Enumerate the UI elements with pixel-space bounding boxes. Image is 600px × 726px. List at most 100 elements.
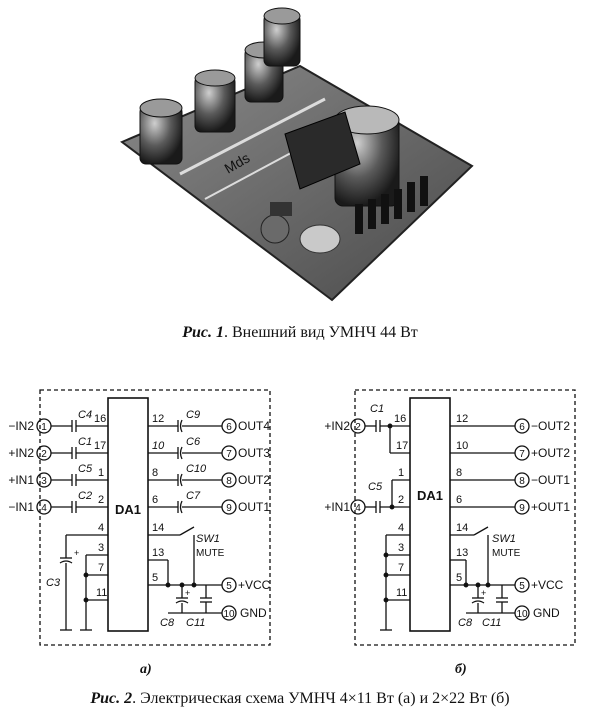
input-label: −IN1	[8, 500, 34, 514]
svg-text:10: 10	[516, 609, 528, 620]
svg-text:+IN2: +IN2	[324, 419, 350, 433]
svg-text:7: 7	[226, 449, 232, 460]
svg-text:+: +	[74, 548, 79, 558]
svg-text:C7: C7	[186, 490, 201, 502]
input-label: +IN1	[8, 473, 34, 487]
svg-text:17: 17	[396, 440, 408, 452]
svg-text:3: 3	[41, 476, 47, 487]
svg-text:6: 6	[456, 494, 462, 506]
svg-text:MUTE: MUTE	[492, 548, 521, 559]
svg-text:16: 16	[394, 413, 406, 425]
svg-text:GND: GND	[240, 606, 267, 620]
svg-text:12: 12	[152, 413, 164, 425]
svg-text:10: 10	[152, 440, 165, 452]
svg-text:13: 13	[152, 547, 164, 559]
svg-text:11: 11	[396, 587, 407, 599]
svg-text:5: 5	[226, 581, 232, 592]
svg-text:5: 5	[152, 572, 158, 584]
schematic-a-inputs: −IN2 1 C4 16 +IN2 2 C1 17 +IN1 3 C5 1 −I…	[8, 409, 108, 515]
svg-text:+IN1: +IN1	[324, 500, 350, 514]
svg-text:SW1: SW1	[492, 533, 516, 545]
svg-text:8: 8	[456, 467, 462, 479]
svg-text:C6: C6	[186, 436, 201, 448]
svg-text:3: 3	[398, 542, 404, 554]
input-label: +IN2	[8, 446, 34, 460]
figure1-caption-prefix: Рис. 1	[182, 324, 224, 341]
pin-headers	[355, 176, 428, 234]
svg-text:C2: C2	[78, 490, 92, 502]
svg-text:C8: C8	[458, 617, 473, 629]
svg-text:C3: C3	[46, 577, 61, 589]
svg-text:C8: C8	[160, 617, 175, 629]
schematic-a-chip-label: DA1	[115, 502, 141, 517]
svg-text:4: 4	[98, 522, 104, 534]
svg-text:+VCC: +VCC	[531, 578, 564, 592]
input-label: −IN2	[8, 419, 34, 433]
svg-text:1: 1	[98, 467, 104, 479]
svg-text:2: 2	[398, 494, 404, 506]
schematic-b: DA1 +IN2 2 C1 16 17 1 +IN1 4 C5 2 4 3 7 …	[324, 389, 576, 646]
svg-text:17: 17	[94, 440, 106, 452]
svg-text:7: 7	[98, 562, 104, 574]
svg-text:+OUT2: +OUT2	[531, 446, 570, 460]
svg-text:OUT3: OUT3	[238, 446, 270, 460]
svg-text:C9: C9	[186, 409, 200, 421]
svg-text:6: 6	[226, 422, 232, 433]
svg-text:2: 2	[41, 449, 47, 460]
svg-text:OUT2: OUT2	[238, 473, 270, 487]
figure2-caption-prefix: Рис. 2	[90, 690, 133, 707]
svg-text:C1: C1	[370, 403, 384, 415]
svg-text:5: 5	[456, 572, 462, 584]
schematic-a-outputs: 12 C9 6 OUT4 10 C6 7 OUT3 8 C10 8 OUT2 6…	[148, 409, 270, 515]
schematic-b-sublabel: б)	[455, 662, 467, 677]
svg-text:4: 4	[41, 503, 47, 514]
svg-text:2: 2	[98, 494, 104, 506]
svg-text:+OUT1: +OUT1	[531, 500, 570, 514]
electrolytic-capacitors	[139, 7, 301, 165]
amplifier-board-photo: Mds	[120, 7, 474, 302]
svg-text:12: 12	[456, 413, 468, 425]
svg-text:10: 10	[456, 440, 468, 452]
svg-text:14: 14	[456, 522, 468, 534]
svg-text:C10: C10	[186, 463, 207, 475]
svg-text:1: 1	[41, 422, 47, 433]
svg-text:8: 8	[226, 476, 232, 487]
ic-chip	[284, 111, 361, 190]
svg-text:14: 14	[152, 522, 164, 534]
schematics: DA1 −IN2 1 C4 16 +IN2 2 C1 17 +IN1 3 C5 …	[8, 389, 576, 646]
svg-text:GND: GND	[533, 606, 560, 620]
svg-text:C11: C11	[186, 617, 205, 629]
schematic-b-chip-label: DA1	[417, 488, 443, 503]
svg-text:C5: C5	[78, 463, 93, 475]
svg-text:9: 9	[226, 503, 232, 514]
schematic-a-chip	[107, 397, 149, 632]
schematic-b-chip	[409, 397, 451, 632]
svg-text:3: 3	[98, 542, 104, 554]
svg-text:C4: C4	[78, 409, 92, 421]
schematic-b-frame	[354, 389, 576, 646]
figure1-caption: Рис. 1. Внешний вид УМНЧ 44 Вт	[0, 324, 600, 342]
svg-text:1: 1	[398, 467, 404, 479]
svg-text:4: 4	[398, 522, 404, 534]
schematic-a: DA1 −IN2 1 C4 16 +IN2 2 C1 17 +IN1 3 C5 …	[8, 389, 271, 646]
svg-text:+VCC: +VCC	[238, 578, 271, 592]
svg-text:−OUT2: −OUT2	[531, 419, 570, 433]
svg-text:8: 8	[519, 476, 525, 487]
figure1-caption-text: . Внешний вид УМНЧ 44 Вт	[224, 324, 418, 341]
svg-text:11: 11	[96, 587, 107, 599]
figure2-caption: Рис. 2. Электрическая схема УМНЧ 4×11 Вт…	[0, 690, 600, 708]
schematic-a-frame	[39, 389, 271, 646]
svg-text:5: 5	[519, 581, 525, 592]
svg-text:13: 13	[456, 547, 468, 559]
svg-text:9: 9	[519, 503, 525, 514]
svg-text:C1: C1	[78, 436, 92, 448]
svg-text:+: +	[185, 588, 190, 598]
svg-text:OUT4: OUT4	[238, 419, 270, 433]
svg-text:7: 7	[398, 562, 404, 574]
svg-text:C5: C5	[368, 481, 383, 493]
svg-text:10: 10	[223, 609, 235, 620]
svg-text:SW1: SW1	[196, 533, 220, 545]
svg-text:−OUT1: −OUT1	[531, 473, 570, 487]
svg-text:MUTE: MUTE	[196, 548, 225, 559]
svg-text:8: 8	[152, 467, 158, 479]
